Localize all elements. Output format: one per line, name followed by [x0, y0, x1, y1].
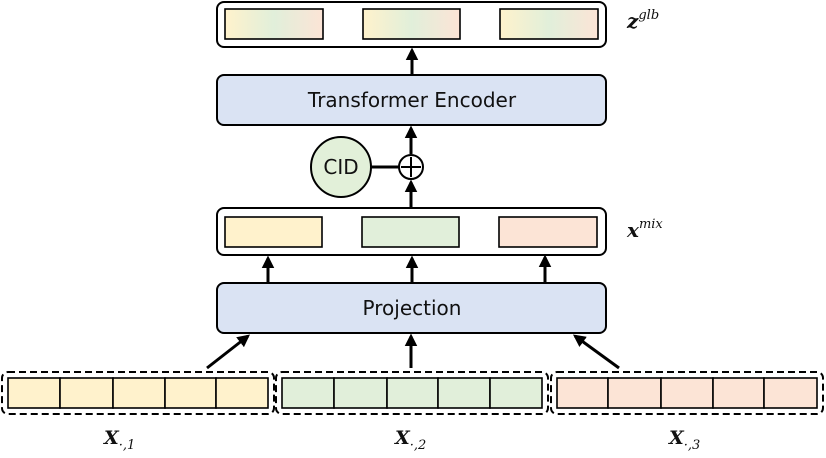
arrow-input1-to-projection [206, 334, 250, 370]
z-glb-token-1 [224, 8, 324, 40]
z-glb-token-2 [362, 8, 461, 40]
input-2-label: X·,2 [394, 427, 426, 453]
plus-node [398, 154, 424, 180]
x-mix-container [216, 207, 607, 256]
input-3-cell [556, 377, 609, 409]
input-3-cell [660, 377, 714, 409]
transformer-encoder-box: Transformer Encoder [216, 74, 607, 126]
input-2-cell [281, 377, 335, 409]
arrow-input3-to-projection [572, 334, 620, 370]
input-2-cell [333, 377, 388, 409]
projection-box: Projection [216, 282, 607, 334]
projection-label: Projection [363, 296, 462, 320]
input-3-cell [712, 377, 765, 409]
input-1-cell [59, 377, 114, 409]
input-group-1 [1, 371, 275, 415]
z-glb-label: zglb [626, 8, 659, 33]
input-1-label: X·,1 [103, 427, 135, 453]
cid-label: CID [323, 155, 358, 179]
z-glb-token-3 [499, 8, 599, 40]
x-mix-token-1 [224, 216, 323, 248]
input-1-cell [7, 377, 61, 409]
input-3-cell [607, 377, 662, 409]
input-1-cell [215, 377, 269, 409]
input-3-label: X·,3 [668, 427, 700, 453]
input-3-cell [763, 377, 818, 409]
input-2-cell [386, 377, 439, 409]
z-glb-container [216, 1, 607, 48]
input-group-2 [275, 371, 549, 415]
input-2-cell [489, 377, 543, 409]
x-mix-token-2 [361, 216, 460, 248]
x-mix-token-3 [498, 216, 598, 248]
transformer-encoder-label: Transformer Encoder [307, 88, 517, 112]
input-1-cell [164, 377, 217, 409]
x-mix-label: xmix [626, 217, 663, 242]
input-1-cell [112, 377, 166, 409]
input-2-cell [437, 377, 491, 409]
cid-node: CID [310, 136, 372, 198]
input-group-3 [550, 371, 824, 415]
